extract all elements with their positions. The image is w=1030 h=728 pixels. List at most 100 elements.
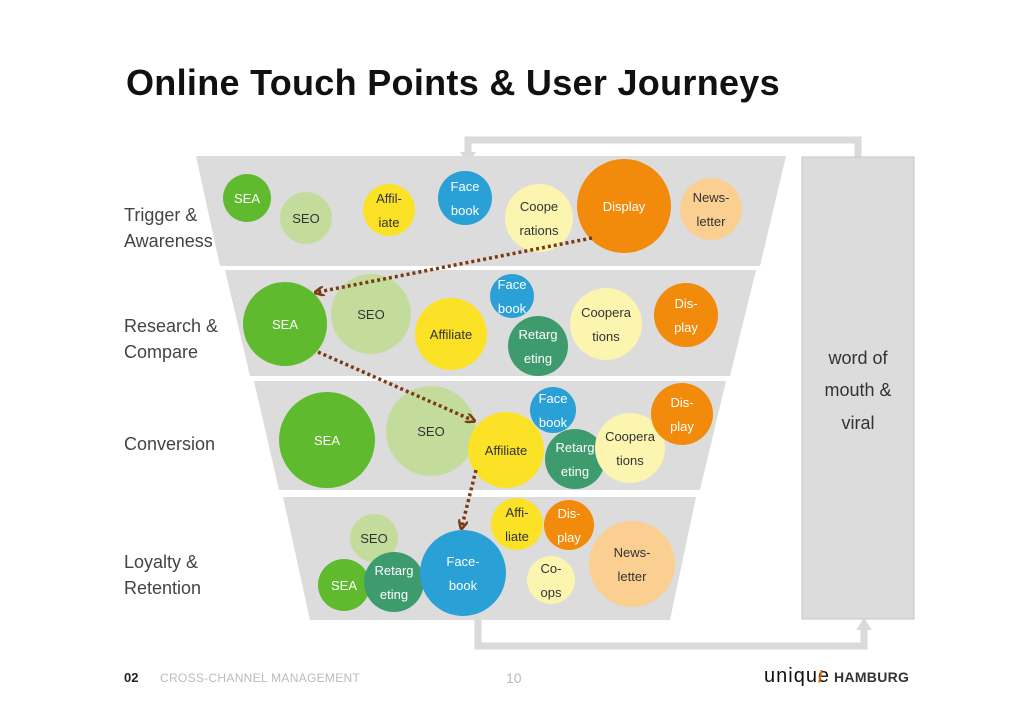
touch-point-label: tions: [616, 453, 644, 468]
touch-point-bubble: [386, 386, 476, 476]
touch-point-bubble: [331, 274, 411, 354]
touch-point-label: SEA: [272, 317, 298, 332]
touch-point-bubble: [589, 521, 675, 607]
word-of-mouth-box: [801, 156, 915, 620]
touch-point-bubble: [223, 174, 271, 222]
touch-point-bubble: [651, 383, 713, 445]
touch-point-label: News-: [614, 545, 651, 560]
stage-label-line: Compare: [124, 342, 199, 362]
stage-label-loyalty-retention: Loyalty & Retention: [124, 549, 201, 601]
touch-point-label: rations: [519, 223, 559, 238]
touch-point-label: Face: [451, 179, 480, 194]
touch-point-bubble: [243, 282, 327, 366]
touch-point-bubble: [318, 559, 370, 611]
touch-point-label: Affiliate: [485, 443, 527, 458]
touch-point-bubble: [420, 530, 506, 616]
stage-label-line: Awareness: [124, 231, 213, 251]
touch-point-label: book: [449, 578, 478, 593]
company-logo: unique: [764, 665, 831, 687]
footer-section-title: CROSS-CHANNEL MANAGEMENT: [160, 671, 361, 685]
touch-point-label: SEO: [360, 531, 387, 546]
touch-point-bubble: [490, 274, 534, 318]
touch-point-label: Retarg: [518, 327, 557, 342]
touch-point-bubble: [595, 413, 665, 483]
touch-point-label: Display: [603, 199, 646, 214]
touch-point-label: play: [557, 530, 581, 545]
touch-point-label: SEA: [314, 433, 340, 448]
touch-point-label: eting: [524, 351, 552, 366]
stage-label-trigger-awareness: Trigger & Awareness: [124, 202, 213, 254]
touch-point-bubble: [680, 178, 742, 240]
touch-point-label: SEO: [357, 307, 384, 322]
touch-point-bubble: [545, 429, 605, 489]
journey-arrow: [462, 469, 478, 526]
journey-arrow: [318, 236, 593, 292]
stage-label-line: Conversion: [124, 434, 216, 454]
touch-point-label: Coopera: [605, 429, 656, 444]
touch-point-bubble: [527, 556, 575, 604]
touch-point-label: iate: [379, 215, 400, 230]
page-number: 10: [506, 670, 522, 686]
touch-point-bubble: [415, 298, 487, 370]
footer-section-number: 02: [124, 670, 139, 685]
touch-point-label: Affil-: [376, 191, 402, 206]
touch-point-bubble: [570, 288, 642, 360]
touch-point-label: eting: [561, 464, 589, 479]
touch-point-label: Face: [539, 391, 568, 406]
stage-label-line: Research &: [124, 316, 219, 336]
page-title: Online Touch Points & User Journeys: [126, 62, 780, 103]
touch-point-label: Coopera: [581, 305, 632, 320]
touch-point-label: book: [451, 203, 480, 218]
touch-point-label: Affi-: [506, 505, 529, 520]
touch-point-label: Retarg: [374, 563, 413, 578]
stage-label-conversion: Conversion: [124, 431, 215, 457]
touch-point-bubble: [364, 552, 424, 612]
touch-point-bubble: [279, 392, 375, 488]
journey-path: [317, 236, 593, 526]
touch-point-label: Face-: [446, 554, 479, 569]
loop-path: [474, 620, 868, 650]
logo-slash: /: [818, 667, 823, 686]
touch-point-label: Face: [498, 277, 527, 292]
touch-point-bubble: [544, 500, 594, 550]
touch-point-label: Dis-: [670, 395, 693, 410]
touch-point-label: letter: [697, 214, 727, 229]
touch-point-bubble: [530, 387, 576, 433]
touch-point-bubble: [280, 192, 332, 244]
touch-point-label: book: [498, 301, 527, 316]
wom-line: mouth &: [824, 380, 891, 400]
touch-point-bubble: [508, 316, 568, 376]
touch-point-label: SEA: [234, 191, 260, 206]
journey-arrow: [317, 350, 472, 420]
touch-point-label: Dis-: [674, 296, 697, 311]
touch-point-bubble: [654, 283, 718, 347]
touch-point-bubble: [468, 412, 544, 488]
touch-point-label: SEA: [331, 578, 357, 593]
feedback-loop: [460, 136, 872, 650]
stage-label-line: Retention: [124, 578, 202, 598]
wom-line: word of: [827, 348, 888, 368]
touch-point-label: Co-: [541, 561, 562, 576]
stage-label-research-compare: Research & Compare: [124, 313, 218, 365]
touch-point-label: Coope: [520, 199, 558, 214]
touch-point-label: letter: [618, 569, 648, 584]
touch-point-label: tions: [592, 329, 620, 344]
touch-point-bubble: [505, 184, 573, 252]
touch-point-label: book: [539, 415, 568, 430]
touch-point-bubble: [577, 159, 671, 253]
touch-point-label: News-: [693, 190, 730, 205]
touch-point-label: play: [674, 320, 698, 335]
touch-point-bubble: [491, 498, 543, 550]
wom-line: viral: [841, 413, 874, 433]
touch-point-label: SEO: [417, 424, 444, 439]
touch-point-bubble: [438, 171, 492, 225]
touch-point-label: ops: [541, 585, 562, 600]
stage-label-line: Loyalty &: [124, 552, 199, 572]
touch-point-label: eting: [380, 587, 408, 602]
touch-point-label: play: [670, 419, 694, 434]
stage-label-line: Trigger &: [124, 205, 198, 225]
touch-point-label: Dis-: [557, 506, 580, 521]
touch-point-bubble: [350, 514, 398, 562]
